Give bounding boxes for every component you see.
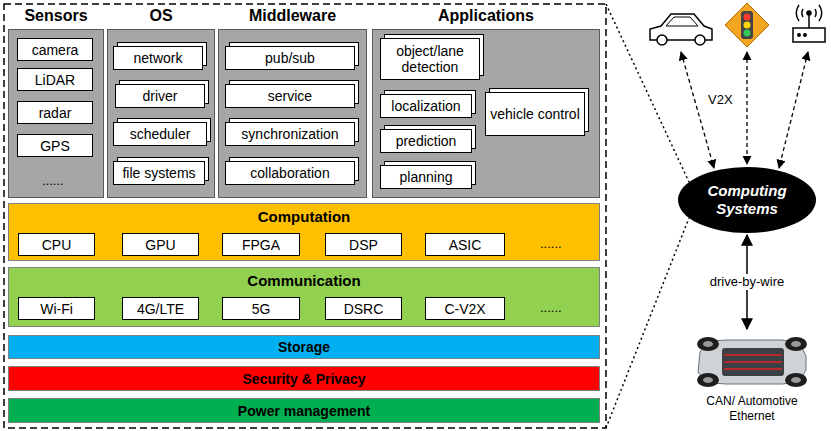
layer-band: ComputationCPU GPU FPGA DSP ASIC	[8, 203, 600, 261]
node-label: CAN/ Automotive Ethernet	[686, 394, 818, 424]
node-label: synchronization	[241, 126, 338, 142]
stacked-box: driver	[115, 84, 205, 108]
stacked-box: pub/sub	[225, 46, 355, 70]
component-box: DSRC	[325, 297, 402, 320]
component-box: LiDAR	[17, 68, 93, 91]
component-box: GPU	[122, 233, 199, 256]
layer-band: CommunicationWi-Fi 4G/LTE 5G DSRC C-V2X	[8, 267, 600, 327]
node-label: Power management	[238, 403, 370, 419]
node-label: Storage	[278, 339, 330, 355]
stacked-box: prediction	[380, 129, 472, 153]
stacked-box: collaboration	[225, 161, 355, 185]
node-label: GPS	[40, 138, 70, 154]
node-label: ASIC	[449, 237, 482, 253]
node-label: Security & Privacy	[243, 371, 366, 387]
component-box: FPGA	[222, 233, 300, 256]
layer-heading: Communication	[9, 268, 599, 290]
node-label: driver	[142, 88, 177, 104]
v2x-arrow	[681, 52, 808, 168]
node-label: Computing Systems	[692, 182, 802, 218]
node-label: file systems	[122, 165, 195, 181]
node-label: network	[133, 50, 182, 66]
stacked-box: object/lane detection	[380, 38, 480, 80]
stacked-box: service	[225, 84, 355, 108]
layer-panel: Middlewarepub/subservicesynchronizationc…	[218, 29, 367, 198]
stacked-box: planning	[380, 165, 472, 189]
node-label: Wi-Fi	[40, 301, 73, 317]
stacked-box: scheduler	[113, 122, 207, 146]
chassis-node: CAN/ Automotive Ethernet	[686, 330, 818, 428]
layer-heading: OS	[98, 6, 224, 26]
layer-panel: Applicationsobject/lane detectionlocaliz…	[372, 29, 600, 198]
traffic-light-icon	[725, 3, 769, 47]
component-box: radar	[17, 101, 93, 124]
layer-panel: OSnetworkdriverschedulerfile systems	[107, 29, 215, 198]
stacked-box: synchronization	[225, 122, 355, 146]
layer-bar: Power management	[8, 398, 600, 423]
system-ellipse: Computing Systems	[677, 166, 817, 234]
layer-heading: Applications	[363, 6, 609, 26]
component-box: Wi-Fi	[18, 297, 95, 320]
layer-heading: Computation	[9, 204, 599, 226]
node-label: DSRC	[344, 301, 384, 317]
component-box: 4G/LTE	[122, 297, 199, 320]
node-label: localization	[391, 98, 460, 114]
node-label: 5G	[252, 301, 271, 317]
node-label: CPU	[42, 237, 72, 253]
node-label: pub/sub	[265, 50, 315, 66]
ellipsis-label: ......	[540, 236, 562, 252]
node-label: GPU	[145, 237, 175, 253]
stacked-box: vehicle control	[485, 92, 585, 136]
system-boundary	[4, 4, 606, 428]
roadside-unit-icon	[793, 5, 825, 42]
component-box: DSP	[325, 233, 402, 256]
stacked-box: network	[113, 46, 203, 70]
car-icon	[650, 14, 712, 45]
component-box: camera	[17, 38, 93, 61]
component-box: 5G	[222, 297, 300, 320]
node-label: LiDAR	[35, 72, 75, 88]
node-label: radar	[39, 105, 72, 121]
component-box: CPU	[18, 233, 95, 256]
node-label: FPGA	[242, 237, 280, 253]
layer-panel: SensorscameraLiDARradarGPS	[8, 29, 104, 198]
layer-bar: Security & Privacy	[8, 366, 600, 391]
link-label: V2X	[708, 92, 733, 108]
node-label: camera	[32, 42, 79, 58]
node-label: DSP	[349, 237, 378, 253]
stacked-box: localization	[380, 94, 472, 118]
layer-bar: Storage	[8, 335, 600, 359]
layer-heading: Sensors	[0, 6, 113, 26]
node-label: object/lane detection	[381, 43, 479, 75]
node-label: service	[268, 88, 312, 104]
component-box: GPS	[17, 134, 93, 157]
node-label: prediction	[396, 133, 457, 149]
component-box: C-V2X	[425, 297, 505, 320]
node-label: collaboration	[250, 165, 329, 181]
node-label: planning	[400, 169, 453, 185]
stacked-box: file systems	[113, 161, 205, 185]
node-label: C-V2X	[444, 301, 485, 317]
component-box: ASIC	[425, 233, 505, 256]
connector-label: drive-by-wire	[708, 274, 786, 290]
zoom-line	[606, 218, 689, 428]
ellipsis-label: ......	[42, 173, 64, 189]
node-label: 4G/LTE	[137, 301, 184, 317]
node-label: scheduler	[130, 126, 191, 142]
ellipsis-label: ......	[540, 300, 562, 316]
node-label: vehicle control	[490, 106, 580, 122]
chassis-illustration	[686, 330, 818, 394]
layer-heading: Middleware	[209, 6, 376, 26]
